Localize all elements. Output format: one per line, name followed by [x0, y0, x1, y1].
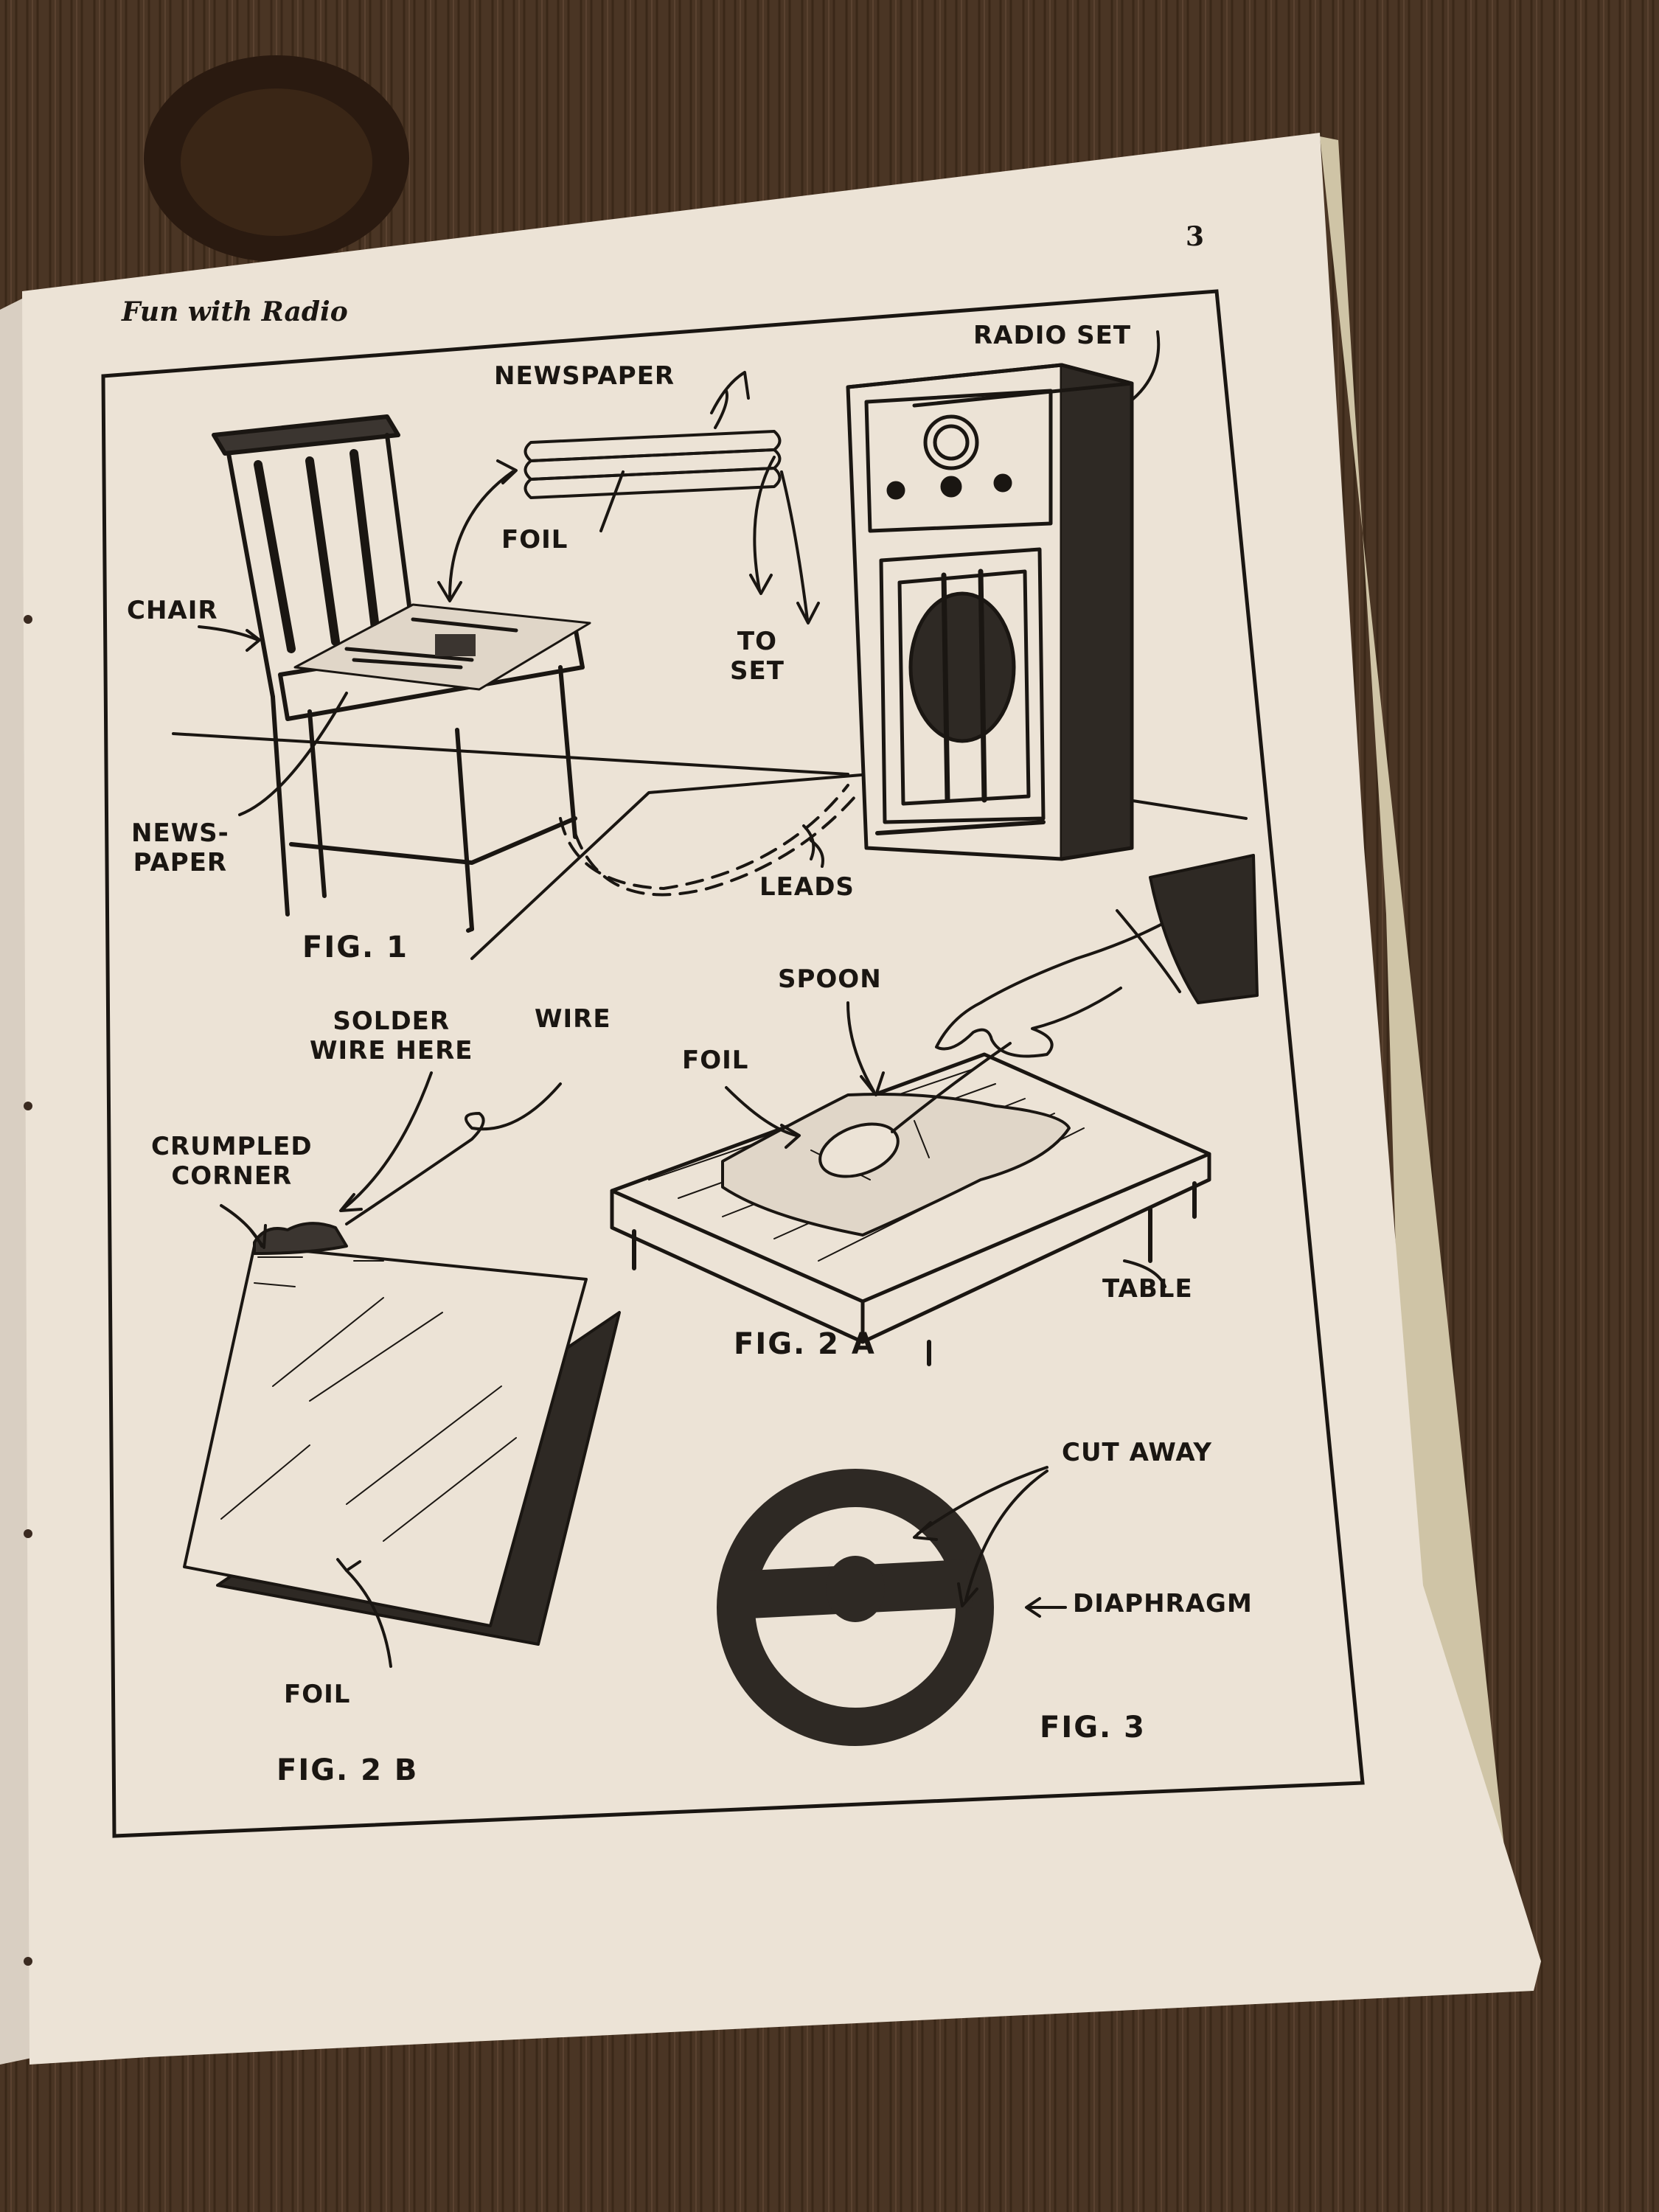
caption-fig2b: FIG. 2 B — [276, 1753, 419, 1787]
caption-fig3: FIG. 3 — [1040, 1711, 1146, 1745]
lead-wires — [559, 784, 857, 897]
fig2b-arrows — [220, 1071, 433, 1668]
figure-border — [101, 289, 1365, 1838]
label-crumpled-line1: CRUMPLED — [151, 1132, 313, 1161]
foil-sheet-drawing — [183, 1222, 621, 1646]
label-crumpled-corner: CRUMPLED CORNER — [151, 1132, 313, 1191]
caption-fig2a: FIG. 2 A — [734, 1327, 876, 1361]
diaphragm-drawing — [717, 1469, 994, 1746]
radio-set-drawing — [846, 363, 1134, 861]
label-foil-fig2b: FOIL — [284, 1680, 351, 1709]
booklet-page — [22, 133, 1541, 2065]
fig1-floor — [172, 732, 1248, 960]
header-title: Fun with Radio — [122, 296, 348, 327]
fig3-arrows — [913, 1466, 1067, 1618]
label-chair: CHAIR — [127, 596, 218, 625]
solder-wire — [345, 1082, 562, 1225]
label-wire: WIRE — [535, 1004, 611, 1034]
spoon-drawing — [818, 1042, 1012, 1178]
page-number: 3 — [1186, 221, 1205, 252]
label-news-paper: NEWS- PAPER — [131, 818, 229, 877]
label-cut-away: CUT AWAY — [1062, 1438, 1213, 1467]
caption-fig1: FIG. 1 — [302, 931, 408, 964]
label-news-paper-line1: NEWS- — [131, 818, 229, 848]
label-leads: LEADS — [759, 872, 855, 902]
binding-stitches — [24, 615, 32, 1966]
label-newspaper: NEWSPAPER — [494, 361, 675, 391]
label-solder-line1: SOLDER — [333, 1006, 451, 1036]
label-to-set: TO SET — [730, 627, 785, 686]
label-diaphragm: DIAPHRAGM — [1073, 1589, 1253, 1618]
fig2a-arrows — [725, 1001, 1166, 1288]
chair-newspaper — [293, 603, 591, 691]
label-spoon: SPOON — [778, 964, 882, 994]
label-radio-set: RADIO SET — [973, 321, 1132, 350]
label-solder-line2: WIRE HERE — [310, 1036, 473, 1065]
label-solder-wire-here: SOLDER WIRE HERE — [310, 1006, 473, 1065]
label-table: TABLE — [1102, 1274, 1193, 1304]
layered-newspaper-foil — [524, 430, 782, 499]
label-to-set-line2: SET — [730, 656, 785, 686]
label-foil-fig1: FOIL — [501, 525, 568, 554]
label-to-set-line1: TO — [737, 627, 777, 656]
label-crumpled-line2: CORNER — [171, 1161, 293, 1191]
label-news-paper-line2: PAPER — [133, 848, 228, 877]
hand-drawing — [935, 854, 1259, 1058]
label-foil-fig2a: FOIL — [682, 1046, 749, 1075]
table-foil — [721, 1093, 1071, 1237]
